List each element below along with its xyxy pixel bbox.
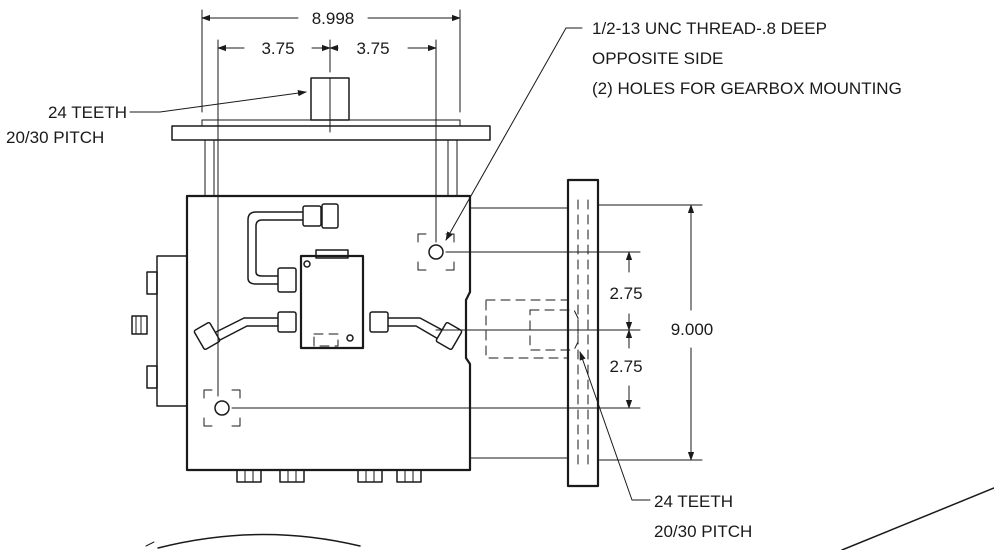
dim-lower-spacing: 2.75 — [609, 357, 642, 376]
right-gear-note-line-2: 20/30 PITCH — [654, 522, 752, 541]
mounting-note-line-3: (2) HOLES FOR GEARBOX MOUNTING — [592, 79, 902, 98]
dim-overall-width: 8.998 — [312, 9, 355, 28]
mounting-hole-lower — [203, 389, 241, 427]
mounting-note-line-2: OPPOSITE SIDE — [592, 49, 723, 68]
right-flange — [469, 178, 600, 488]
hydraulic-tubing — [215, 211, 447, 341]
dimension-lines — [201, 9, 703, 461]
valve-block — [299, 249, 365, 350]
mounting-hole-upper — [417, 233, 455, 271]
mounting-note-line-1: 1/2-13 UNC THREAD-.8 DEEP — [592, 19, 827, 38]
dim-left-offset: 3.75 — [261, 39, 294, 58]
top-gear-note-line-2: 20/30 PITCH — [6, 128, 104, 147]
tube-fittings — [193, 203, 463, 351]
top-mounting-plate — [171, 119, 491, 197]
bottom-bolts — [236, 469, 422, 483]
right-gear-note-line-1: 24 TEETH — [654, 492, 733, 511]
partial-outline-arcs — [145, 487, 994, 550]
dim-right-offset: 3.75 — [356, 39, 389, 58]
leader-lines — [129, 27, 651, 501]
hidden-shaft — [485, 299, 579, 359]
dim-overall-height: 9.000 — [671, 320, 714, 339]
dim-upper-spacing: 2.75 — [609, 284, 642, 303]
top-gear-shaft — [310, 77, 350, 133]
left-side-flange — [131, 255, 188, 407]
top-gear-note-line-1: 24 TEETH — [48, 103, 127, 122]
